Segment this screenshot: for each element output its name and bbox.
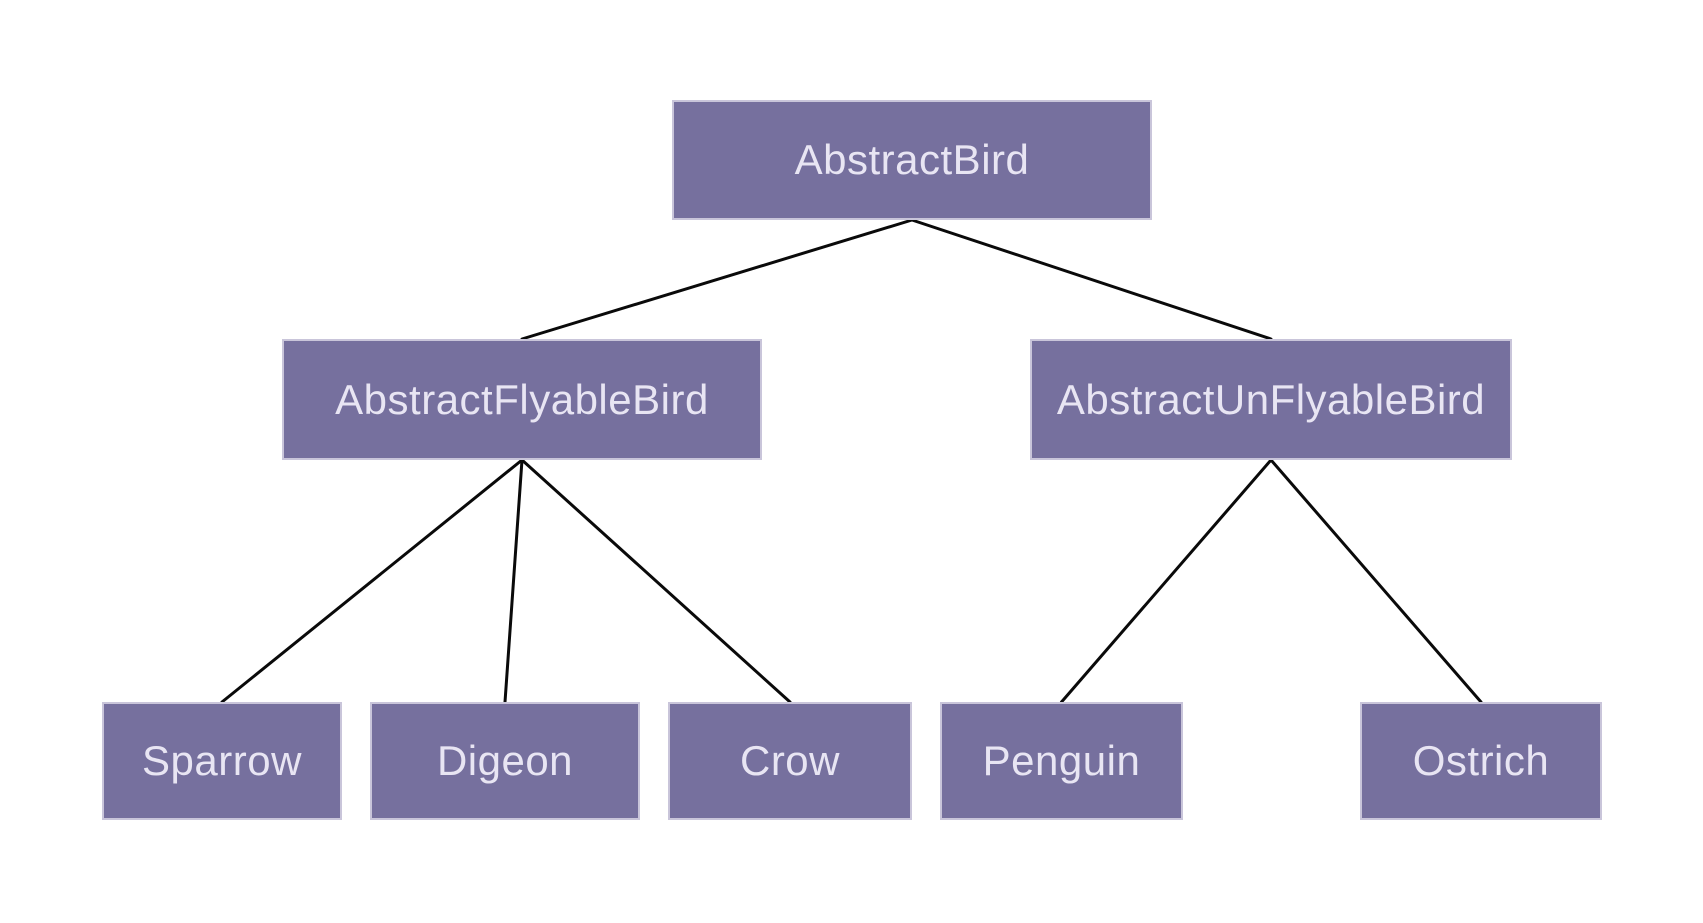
edge-abstract-flyable-bird-to-digeon bbox=[503, 458, 524, 704]
node-label: Digeon bbox=[436, 737, 574, 784]
node-crow: Crow bbox=[668, 702, 912, 820]
edge-abstract-unflyable-bird-to-ostrich bbox=[1269, 458, 1483, 704]
node-abstract-unflyable-bird: AbstractUnFlyableBird bbox=[1030, 339, 1512, 460]
node-label: AbstractUnFlyableBird bbox=[1056, 375, 1486, 423]
edge-abstract-flyable-bird-to-crow bbox=[520, 458, 792, 704]
node-ostrich: Ostrich bbox=[1360, 702, 1602, 820]
node-label: Crow bbox=[739, 737, 840, 784]
node-label: Sparrow bbox=[142, 737, 302, 784]
node-label: AbstractBird bbox=[794, 136, 1030, 183]
edge-abstract-flyable-bird-to-sparrow bbox=[220, 458, 524, 704]
node-penguin: Penguin bbox=[940, 702, 1183, 820]
node-label: Penguin bbox=[982, 737, 1141, 784]
edge-abstract-bird-to-abstract-flyable-bird bbox=[520, 218, 914, 341]
node-label: AbstractFlyableBird bbox=[335, 375, 709, 423]
node-abstract-bird: AbstractBird bbox=[672, 100, 1152, 220]
node-label: Ostrich bbox=[1412, 737, 1550, 784]
node-sparrow: Sparrow bbox=[102, 702, 342, 820]
node-abstract-flyable-bird: AbstractFlyableBird bbox=[282, 339, 762, 460]
edge-abstract-unflyable-bird-to-penguin bbox=[1060, 458, 1273, 704]
edge-abstract-bird-to-abstract-unflyable-bird bbox=[910, 218, 1273, 341]
node-digeon: Digeon bbox=[370, 702, 640, 820]
